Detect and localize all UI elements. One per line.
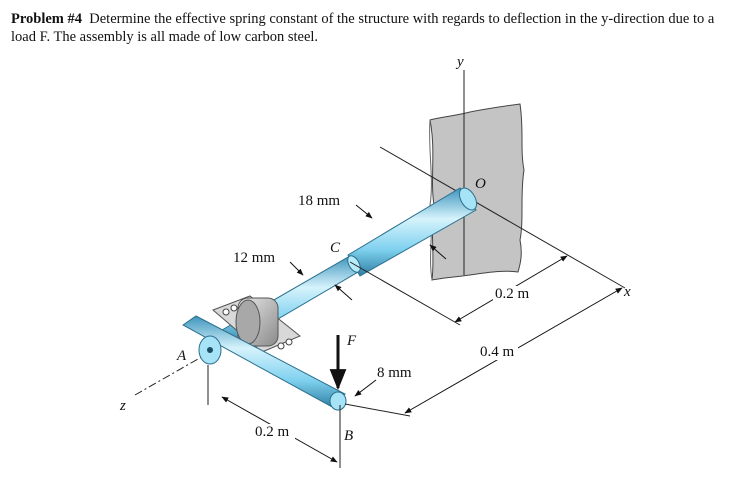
y-axis: y <box>455 54 465 275</box>
problem-text: Determine the effective spring constant … <box>11 11 715 45</box>
dim-18mm: 18 mm <box>298 193 373 219</box>
dim-12mm-arrow-right <box>334 284 353 301</box>
dim-04m: 0.4 m <box>344 287 623 417</box>
axis-x-label: x <box>623 284 631 300</box>
dim-18mm-label: 18 mm <box>298 193 340 209</box>
dim-8mm: 8 mm <box>354 365 412 397</box>
point-a-label: A <box>176 348 187 364</box>
dim-12mm-label: 12 mm <box>233 250 275 266</box>
point-o-label: O <box>475 176 486 192</box>
dim-02m-bottom-label: 0.2 m <box>255 424 290 440</box>
dim-04m-label: 0.4 m <box>480 344 515 360</box>
problem-statement: Problem #4 Determine the effective sprin… <box>11 10 741 46</box>
z-axis: z <box>119 354 206 414</box>
point-b-label: B <box>344 428 353 444</box>
wall-support <box>429 103 525 281</box>
point-c-label: C <box>330 240 341 256</box>
bearing-bracket <box>212 295 301 353</box>
dim-12mm: 12 mm <box>233 250 304 276</box>
dim-02m-bottom: 0.2 m <box>207 365 338 463</box>
dim-02m-top-label: 0.2 m <box>495 286 530 302</box>
axis-y-label: y <box>455 54 464 70</box>
axis-z-label: z <box>119 398 126 414</box>
dim-18mm-arrow-right <box>429 244 447 260</box>
load-label: F <box>346 333 357 349</box>
shaft-oc <box>347 187 478 277</box>
problem-number: Problem #4 <box>11 11 83 27</box>
load-f: F <box>329 333 357 391</box>
dim-8mm-label: 8 mm <box>377 365 412 381</box>
x-axis: x <box>379 146 631 300</box>
